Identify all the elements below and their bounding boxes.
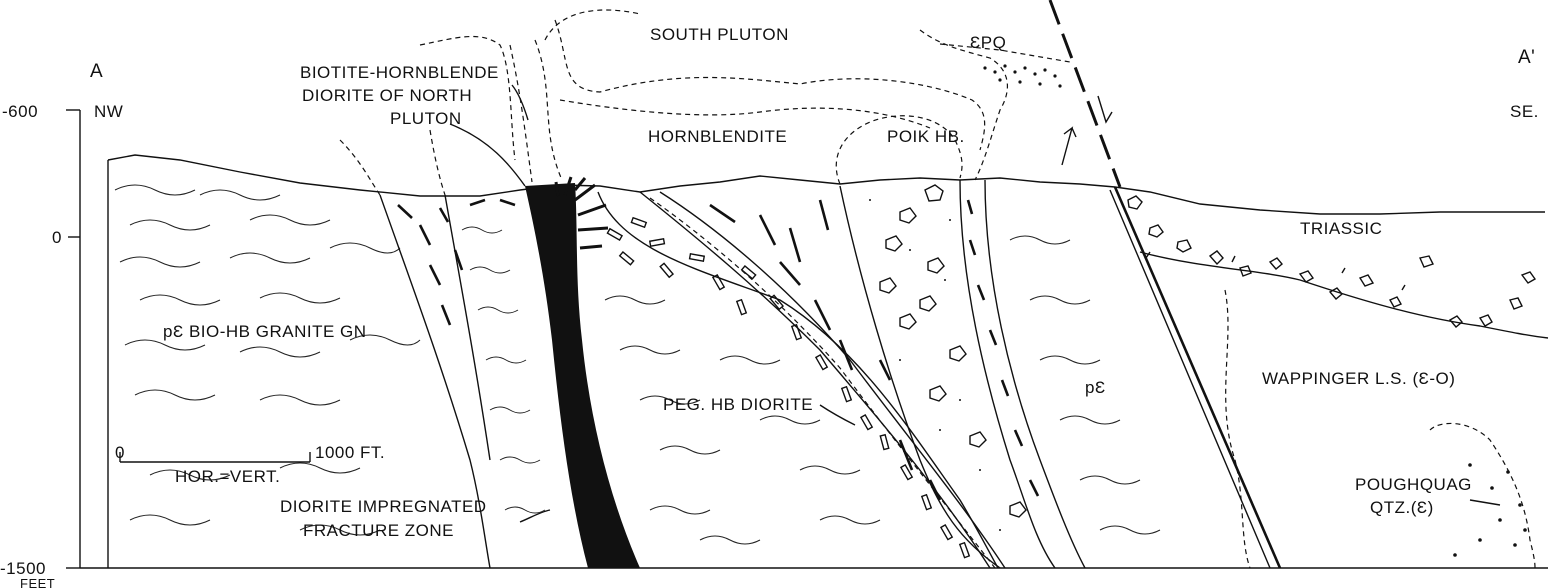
contact-dash-ticks — [966, 199, 1040, 497]
cpq-stipple — [983, 64, 1062, 88]
label-hornblendite: HORNBLENDITE — [648, 127, 787, 146]
label-south-pluton: SOUTH PLUTON — [650, 25, 789, 44]
poik-stipple — [869, 199, 1001, 531]
pc-zone-boundary — [984, 179, 1086, 569]
foliation-middle — [604, 235, 1161, 545]
label-north-pluton-1: BIOTITE-HORNBLENDE — [300, 63, 499, 82]
fault-trace-main — [1113, 186, 1282, 569]
label-poughquag-2: QTZ.(Ɛ) — [1370, 498, 1434, 517]
elevation-bottom-label: -1500 — [0, 559, 46, 578]
fault-trace-inner — [1109, 189, 1271, 569]
scale-zero: 0 — [115, 443, 125, 462]
triassic-clasts — [1127, 195, 1537, 328]
diorite-impregnated-fracture-zone — [525, 183, 640, 568]
label-poughquag-1: POUGHQUAG — [1355, 475, 1472, 494]
label-fracture-zone-2: FRACTURE ZONE — [303, 521, 454, 540]
poik-hb-boundary-right — [959, 179, 1056, 569]
poik-hb-clasts — [879, 184, 1027, 518]
poughquag-contact — [1429, 422, 1536, 569]
foliation-left — [114, 184, 421, 536]
ground-surface-line — [107, 154, 1545, 215]
elevation-top-label: -600 — [2, 102, 38, 121]
section-end-left: A — [90, 61, 103, 82]
peg-hb-diorite-upper — [639, 191, 991, 569]
elevation-axis — [66, 109, 1548, 569]
diorite-dike-right-boundary — [444, 194, 491, 461]
fault-motion-arrows — [1061, 95, 1113, 166]
poik-hb-boundary-left — [839, 185, 1001, 569]
fault-upper-dashed — [1048, 0, 1122, 188]
section-end-right: A' — [1518, 47, 1535, 68]
label-peg-hb-diorite: PEG. HB DIORITE — [663, 395, 813, 414]
fracture-zone-spikes — [554, 176, 609, 250]
scale-bar — [119, 452, 311, 463]
hornblendite-band-inner — [649, 197, 996, 569]
diorite-dike-left-boundary — [379, 194, 491, 569]
label-north-pluton-2: DIORITE OF NORTH — [302, 86, 472, 105]
label-north-pluton-3: PLUTON — [390, 109, 462, 128]
poughquag-stipple — [1453, 463, 1527, 557]
hornblendite-dashes — [709, 199, 942, 501]
elevation-zero-label: 0 — [52, 228, 62, 247]
direction-right: SE. — [1510, 102, 1539, 121]
label-poik-hb: POIK HB. — [887, 127, 965, 146]
label-granite-gneiss: pƐ BIO-HB GRANITE GN — [163, 322, 367, 341]
label-fracture-zone-1: DIORITE IMPREGNATED — [280, 497, 487, 516]
foliation-dike-zone — [461, 226, 546, 514]
label-cpq: ƐPQ — [970, 33, 1006, 52]
peg-hb-diorite-bars — [606, 216, 971, 559]
label-wappinger: WAPPINGER L.S. (Ɛ-O) — [1262, 369, 1455, 388]
direction-left: NW — [94, 102, 123, 121]
wappinger-contact — [1224, 289, 1251, 569]
projected-pluton-outlines — [339, 9, 1071, 196]
scale-length: 1000 FT. — [315, 443, 385, 462]
peg-hb-diorite-lower — [597, 191, 999, 569]
hornblendite-band-outer — [659, 191, 1006, 569]
diorite-dashes-left — [397, 198, 516, 326]
leader-lines — [449, 84, 1501, 523]
scale-ratio: HOR.=VERT. — [175, 467, 280, 486]
elevation-unit-label: FEET — [20, 576, 55, 588]
label-pc: pƐ — [1085, 378, 1106, 397]
triassic-base-contact — [1139, 251, 1549, 339]
label-triassic: TRIASSIC — [1300, 219, 1382, 238]
